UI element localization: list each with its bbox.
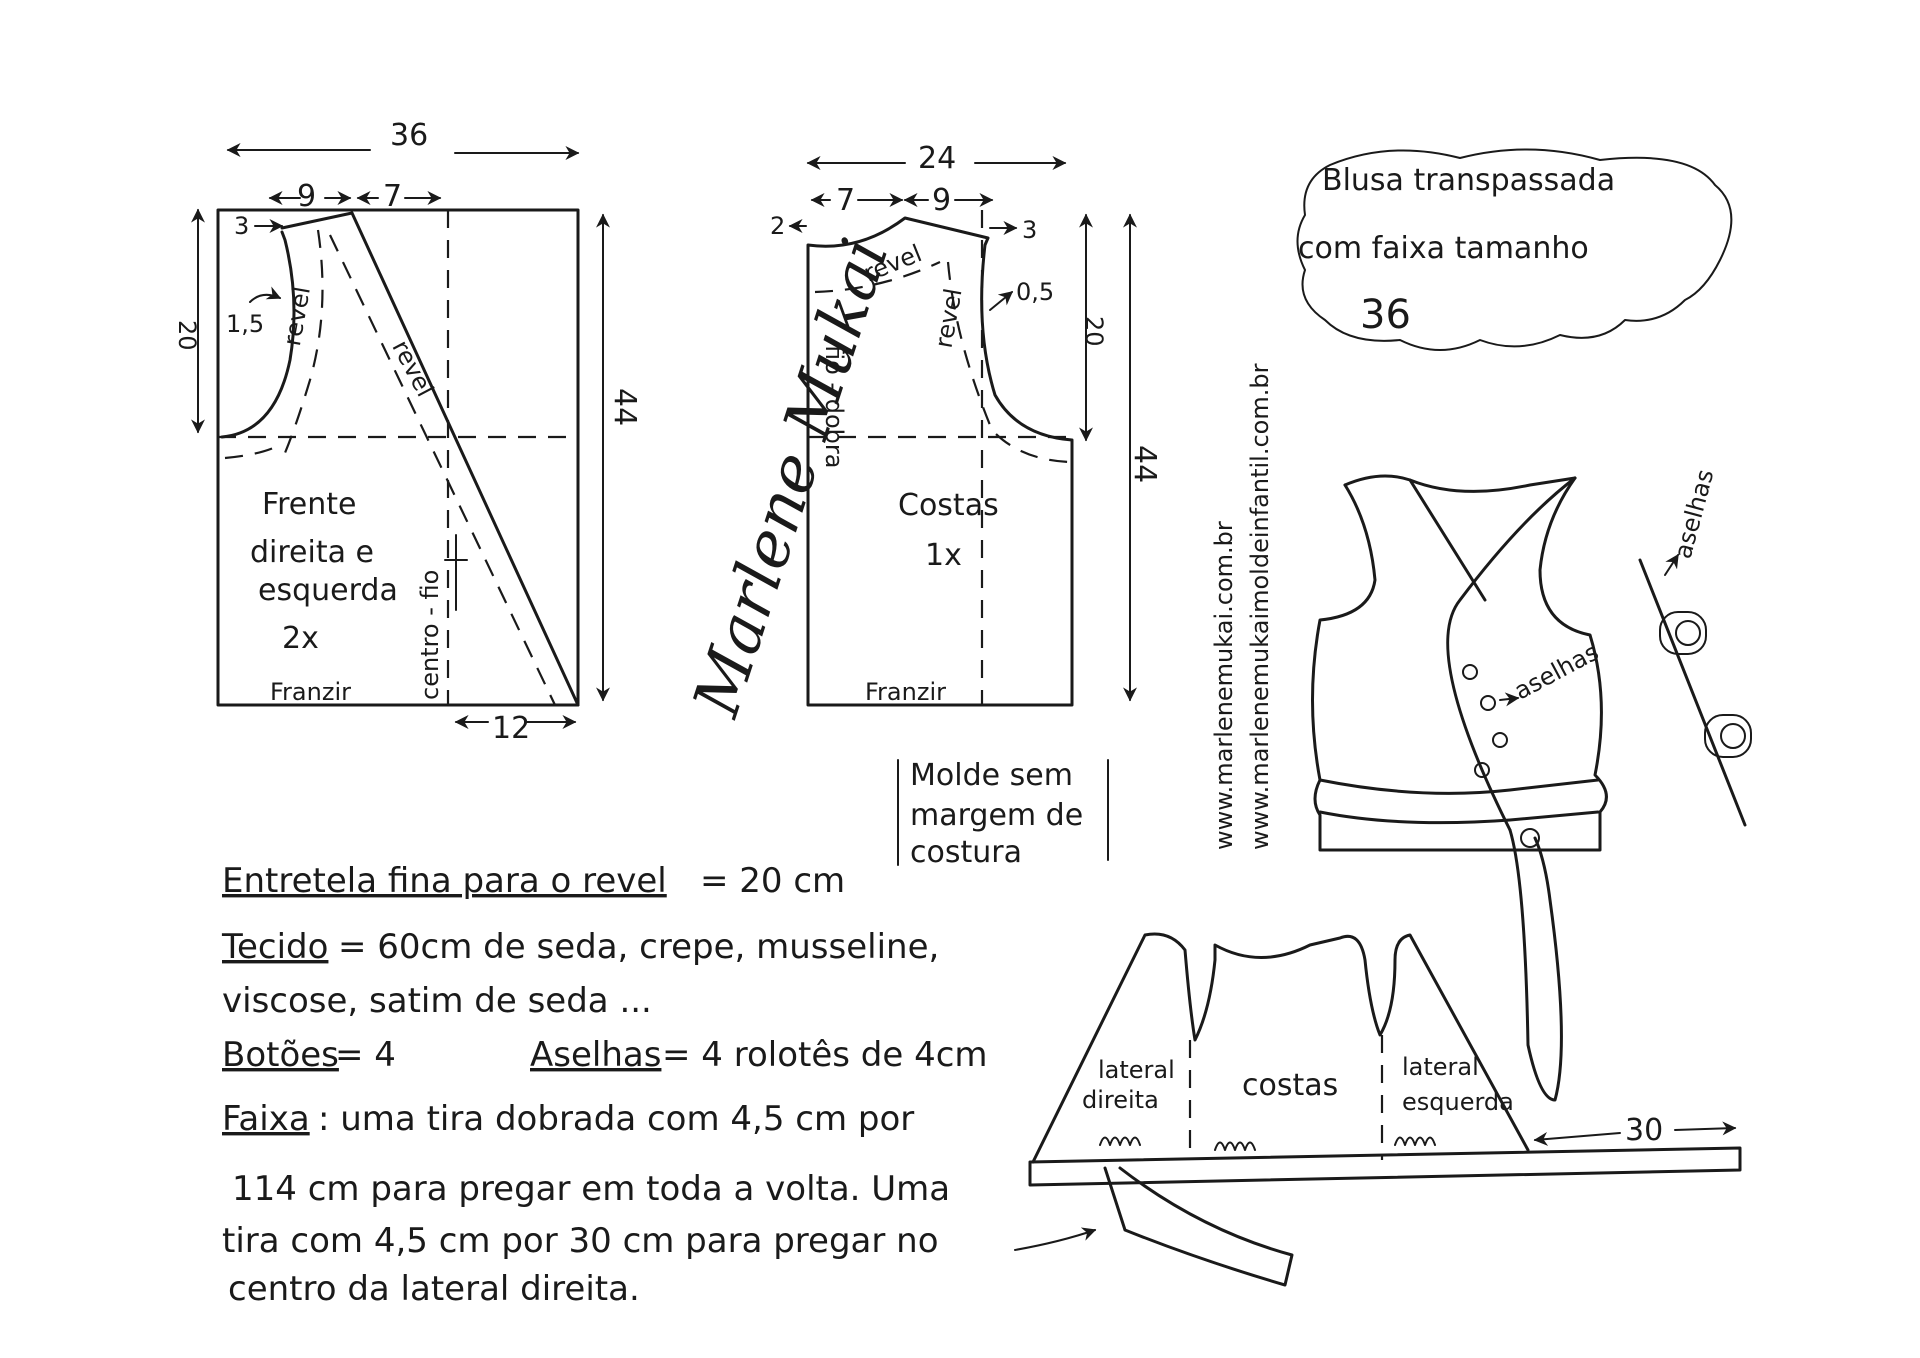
assembly-center-panel: costas xyxy=(1242,1068,1338,1103)
garment-sketch: aselhas xyxy=(1311,474,1608,1102)
website-1: www.marlenemukai.com.br xyxy=(1210,521,1238,850)
back-top-left-label: 7 xyxy=(836,183,855,218)
back-left-drop-label: 2 xyxy=(770,212,785,240)
materials-fabric-value-2: viscose, satim de seda ... xyxy=(222,981,652,1021)
front-length-label: 44 xyxy=(607,388,642,426)
front-bottom-label: 12 xyxy=(492,711,530,746)
assembly-tie-length: 30 xyxy=(1625,1113,1663,1148)
back-top-right-label: 9 xyxy=(932,183,951,218)
materials-band-value-3: tira com 4,5 cm por 30 cm para pregar no xyxy=(222,1221,939,1261)
title-line1: Blusa transpassada xyxy=(1322,163,1615,198)
front-armhole-depth-label: 20 xyxy=(173,320,201,351)
front-shoulder-drop-label: 3 xyxy=(234,212,249,240)
loops-detail-label: aselhas xyxy=(1669,466,1720,561)
assembly-left-panel-2: direita xyxy=(1082,1086,1159,1114)
back-pattern-piece: 24 7 9 2 3 20 44 0,5 revel revel fio - d… xyxy=(770,141,1162,707)
materials-buttons-label: Botões xyxy=(222,1035,339,1075)
materials-buttons-value: = 4 xyxy=(335,1035,396,1075)
front-hem-label: Franzir xyxy=(270,678,351,706)
front-curve-label: 1,5 xyxy=(226,310,264,338)
materials-loops-label: Aselhas xyxy=(530,1035,661,1075)
title-line3: 36 xyxy=(1360,292,1411,338)
signature: Marlene Mukai xyxy=(680,230,904,726)
back-right-drop-label: 3 xyxy=(1022,216,1037,244)
assembly-right-panel-2: esquerda xyxy=(1402,1088,1514,1116)
materials-band-value-2: 114 cm para pregar em toda a volta. Uma xyxy=(232,1169,950,1209)
materials-list: Entretela fina para o revel = 20 cm Teci… xyxy=(221,861,988,1309)
note-line1: Molde sem xyxy=(910,758,1073,793)
back-hem-label: Franzir xyxy=(865,678,946,706)
materials-fabric-label: Tecido xyxy=(221,927,328,967)
title-cloud: Blusa transpassada com faixa tamanho 36 xyxy=(1296,148,1733,351)
assembly-diagram: lateral direita costas lateral esquerda … xyxy=(1014,932,1742,1287)
back-fold-label: fio - dobra xyxy=(820,345,848,468)
front-width-label: 36 xyxy=(390,118,428,153)
front-facing-label-1: revel xyxy=(278,284,316,348)
front-label-line2: direita e xyxy=(250,535,374,570)
front-label-line3: esquerda xyxy=(258,573,398,608)
front-label-line1: Frente xyxy=(262,487,356,522)
back-armhole-depth-label: 20 xyxy=(1080,316,1108,347)
title-line2: com faixa tamanho xyxy=(1298,231,1589,266)
back-label-line1: Costas xyxy=(898,488,999,523)
back-width-label: 24 xyxy=(918,141,956,176)
front-pattern-piece: 36 9 7 3 20 1,5 12 xyxy=(173,118,642,746)
seam-allowance-note: Molde sem margem de costura xyxy=(897,758,1109,870)
front-count-label: 2x xyxy=(282,621,319,656)
materials-interfacing-label: Entretela fina para o revel xyxy=(222,861,667,901)
assembly-left-panel-1: lateral xyxy=(1098,1056,1175,1084)
back-length-label: 44 xyxy=(1127,445,1162,483)
back-count-label: 1x xyxy=(925,538,962,573)
materials-interfacing-value: = 20 cm xyxy=(700,861,845,901)
note-line3: costura xyxy=(910,835,1022,870)
sketch-loops-label: aselhas xyxy=(1510,638,1604,705)
assembly-right-panel-1: lateral xyxy=(1402,1053,1479,1081)
front-facing-label-2: revel xyxy=(386,335,439,401)
front-top-left-label: 9 xyxy=(297,179,316,214)
materials-loops-value: = 4 rolotês de 4cm xyxy=(662,1035,988,1075)
front-grain-label: centro - fio xyxy=(416,570,444,700)
materials-band-value-1: : uma tira dobrada com 4,5 cm por xyxy=(318,1099,914,1139)
materials-fabric-value: = 60cm de seda, crepe, musseline, xyxy=(338,927,939,967)
front-top-right-label: 7 xyxy=(383,179,402,214)
website-2: www.marlenemukaimoldeinfantil.com.br xyxy=(1246,363,1274,850)
back-curve-label: 0,5 xyxy=(1016,278,1054,306)
loops-detail: aselhas xyxy=(1638,466,1752,827)
back-facing-label-2: revel xyxy=(930,286,968,350)
materials-band-label: Faixa xyxy=(222,1099,310,1139)
note-line2: margem de xyxy=(910,798,1083,833)
materials-band-value-4: centro da lateral direita. xyxy=(228,1269,640,1309)
